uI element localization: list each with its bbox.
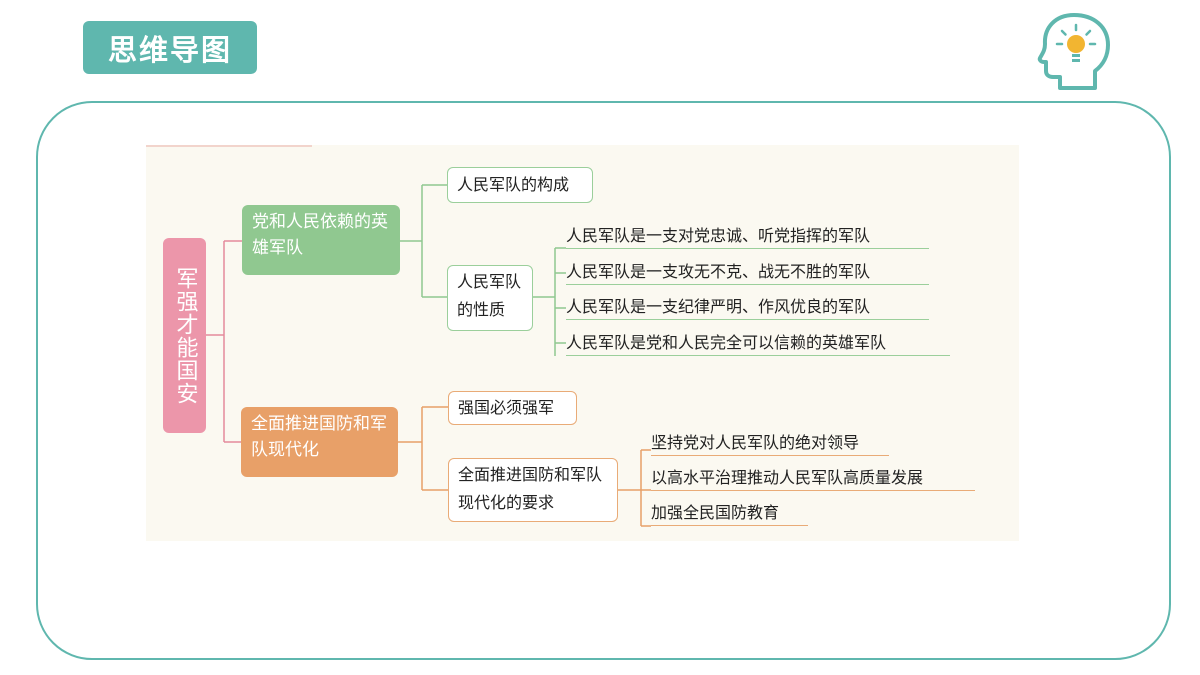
node-army-composition: 人民军队的构成: [447, 167, 593, 203]
title-badge: 思维导图: [83, 21, 257, 74]
node-modernization-requirements: 全面推进国防和军队现代化的要求: [448, 458, 618, 522]
list-item: 人民军队是一支对党忠诚、听党指挥的军队: [566, 224, 929, 249]
list-item: 人民军队是一支攻无不克、战无不胜的军队: [566, 260, 929, 285]
list-item: 人民军队是一支纪律严明、作风优良的军队: [566, 295, 929, 320]
head-lightbulb-icon: [1037, 13, 1110, 90]
list-item: 以高水平治理推动人民军队高质量发展: [651, 466, 975, 491]
node-strong-army: 强国必须强军: [448, 391, 577, 425]
branch-modernization: 全面推进国防和军队现代化: [241, 407, 398, 477]
node-army-nature: 人民军队的性质: [447, 265, 533, 331]
list-item: 加强全民国防教育: [651, 501, 808, 526]
list-item: 坚持党对人民军队的绝对领导: [651, 431, 889, 456]
mind-map: 军强才能国安 党和人民依赖的英雄军队 全面推进国防和军队现代化 人民军队的构成 …: [146, 145, 1019, 541]
root-node: 军强才能国安: [163, 238, 206, 433]
list-item: 人民军队是党和人民完全可以信赖的英雄军队: [566, 331, 950, 356]
page-title: 思维导图: [107, 32, 232, 67]
connector-lines: [146, 145, 651, 527]
branch-heroic-army: 党和人民依赖的英雄军队: [242, 205, 400, 275]
